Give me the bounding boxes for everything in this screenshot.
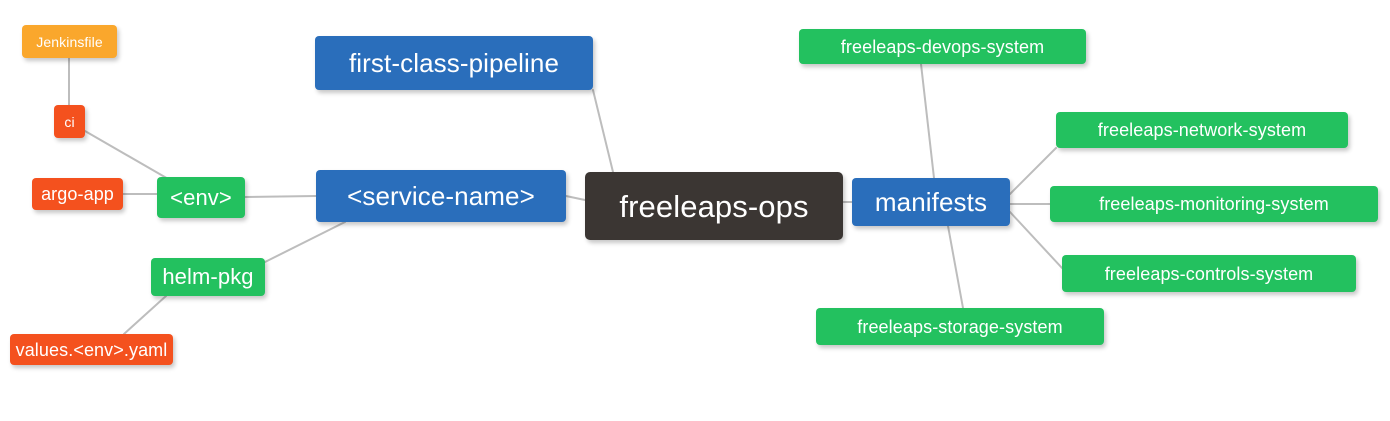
node-values-env-yaml[interactable]: values.<env>.yaml [10, 334, 173, 365]
node-freeleaps-monitoring-system[interactable]: freeleaps-monitoring-system [1050, 186, 1378, 222]
node-manifests[interactable]: manifests [852, 178, 1010, 226]
node-service-name[interactable]: <service-name> [316, 170, 566, 222]
node-label-values-env-yaml: values.<env>.yaml [15, 339, 168, 360]
node-label-first-class-pipeline: first-class-pipeline [348, 48, 560, 78]
node-label-env: <env> [170, 184, 232, 210]
node-ci[interactable]: ci [54, 105, 85, 138]
node-freeleaps-network-system[interactable]: freeleaps-network-system [1056, 112, 1348, 148]
node-label-freeleaps-devops-system: freeleaps-devops-system [840, 36, 1045, 57]
node-label-freeleaps-monitoring-system: freeleaps-monitoring-system [1099, 194, 1329, 214]
node-label-helm-pkg: helm-pkg [162, 264, 254, 289]
edge-manifests-to-freeleaps-network-system [1009, 147, 1057, 195]
node-label-freeleaps-ops: freeleaps-ops [619, 188, 809, 224]
node-label-jenkinsfile: Jenkinsfile [36, 33, 103, 50]
node-label-ci: ci [64, 113, 75, 130]
edge-service-name-to-env [244, 195, 317, 198]
node-jenkinsfile[interactable]: Jenkinsfile [22, 25, 117, 58]
node-freeleaps-storage-system[interactable]: freeleaps-storage-system [816, 308, 1104, 345]
edge-helm-pkg-to-values-env-yaml [123, 295, 167, 335]
edge-env-to-ci [84, 130, 171, 181]
node-freeleaps-controls-system[interactable]: freeleaps-controls-system [1062, 255, 1356, 292]
node-label-manifests: manifests [874, 187, 988, 217]
edge-freeleaps-ops-to-first-class-pipeline [592, 89, 614, 173]
edge-manifests-to-freeleaps-devops-system [920, 63, 935, 179]
edge-freeleaps-ops-to-service-name [565, 195, 586, 201]
node-label-freeleaps-controls-system: freeleaps-controls-system [1104, 263, 1314, 284]
edge-service-name-to-helm-pkg [264, 221, 346, 263]
node-label-argo-app: argo-app [41, 184, 114, 204]
node-env[interactable]: <env> [157, 177, 245, 218]
node-label-service-name: <service-name> [347, 181, 535, 211]
node-first-class-pipeline[interactable]: first-class-pipeline [315, 36, 593, 90]
node-argo-app[interactable]: argo-app [32, 178, 123, 210]
node-label-freeleaps-network-system: freeleaps-network-system [1097, 120, 1307, 140]
node-freeleaps-ops[interactable]: freeleaps-ops [585, 172, 843, 240]
node-freeleaps-devops-system[interactable]: freeleaps-devops-system [799, 29, 1086, 64]
node-label-freeleaps-storage-system: freeleaps-storage-system [857, 316, 1063, 337]
node-helm-pkg[interactable]: helm-pkg [151, 258, 265, 296]
edge-manifests-to-freeleaps-storage-system [947, 225, 964, 309]
